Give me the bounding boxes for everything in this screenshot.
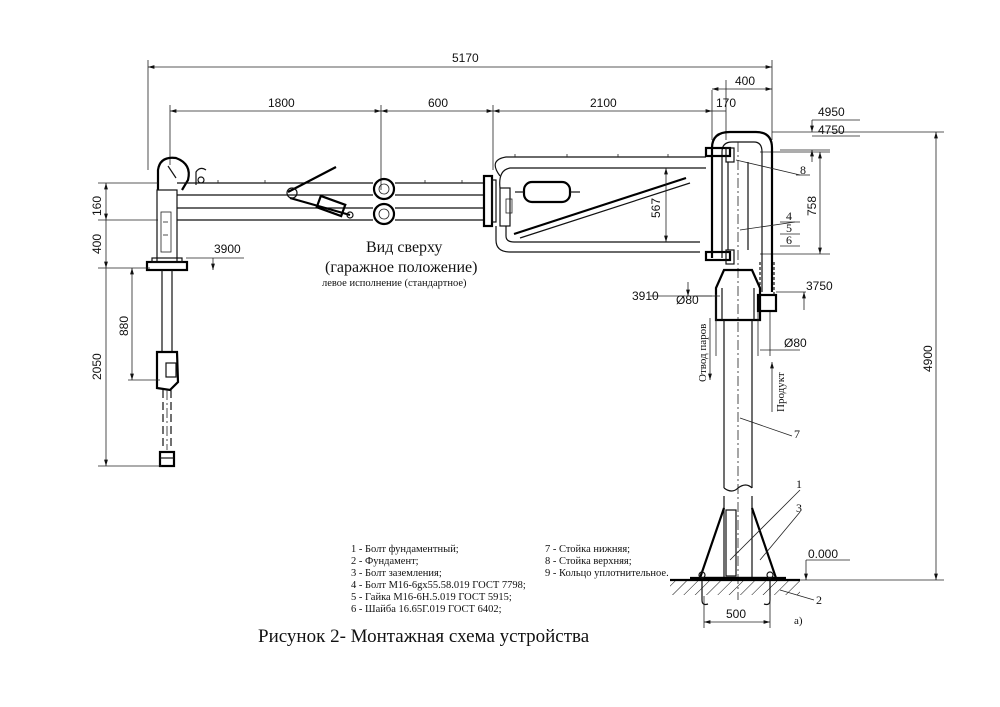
dim-3750-text: 3750: [806, 279, 833, 293]
top-view-label: Вид сверху (гаражное положение) левое ис…: [322, 239, 477, 289]
legend-item-6: 6 - Шайба 16.65Г.019 ГОСТ 6402;: [351, 604, 502, 615]
dim-4950-text: 4950: [818, 105, 845, 119]
dim-base-500: 500 а): [703, 596, 803, 628]
dim-segments-row: 1800 600 2100: [169, 90, 713, 190]
dim-4900-text: 4900: [921, 345, 935, 372]
dim-dia80-left-text: Ø80: [676, 293, 699, 307]
callout-3: 3: [796, 501, 802, 515]
legend-item-7: 7 - Стойка нижняя;: [545, 544, 630, 555]
dim-400-170: 400 170: [712, 74, 772, 140]
callout-4: 4: [786, 209, 792, 223]
dim-170-text: 170: [716, 96, 736, 110]
dim-5170-text: 5170: [452, 51, 479, 65]
legend-item-2: 2 - Фундамент;: [351, 556, 419, 567]
figure-caption: Рисунок 2- Монтажная схема устройства: [258, 626, 590, 647]
sub-label-a: а): [794, 615, 803, 627]
view-label-line2: (гаражное положение): [325, 259, 477, 276]
dim-500-text: 500: [726, 607, 746, 621]
legend-item-1: 1 - Болт фундаментный;: [351, 544, 459, 555]
dim-400-top-text: 400: [735, 74, 755, 88]
legend-item-5: 5 - Гайка М16-6Н.5.019 ГОСТ 5915;: [351, 592, 512, 603]
dim-3900-text: 3900: [214, 242, 241, 256]
dim-758: 758: [760, 151, 830, 255]
right-arm-loop: 567: [494, 154, 706, 253]
left-side-dims: 160 400 2050 880 3900: [90, 182, 244, 467]
dim-600-text: 600: [428, 96, 448, 110]
dim-dia80-right-text: Ø80: [784, 336, 807, 350]
legend-item-9: 9 - Кольцо уплотнительное.: [545, 568, 669, 579]
dim-567-text: 567: [649, 198, 663, 218]
dim-4900: 4900: [800, 132, 944, 581]
legend-item-4: 4 - Болт М16-6gx55.58.019 ГОСТ 7798;: [351, 580, 526, 591]
horizontal-arm: [177, 166, 497, 228]
legend-item-3: 3 - Болт заземления;: [351, 568, 442, 579]
view-label-line1: Вид сверху: [366, 239, 442, 256]
dim-4950-4750: 4950 4750: [772, 105, 944, 162]
legend: 1 - Болт фундаментный; 2 - Фундамент; 3 …: [351, 544, 669, 615]
product-label: Продукт: [775, 372, 787, 412]
callouts: 8 4 5 6 7 1 3 2: [729, 159, 822, 607]
dim-4750-text: 4750: [818, 123, 845, 137]
dim-2050-text: 2050: [90, 353, 104, 380]
callout-8: 8: [800, 163, 806, 177]
zero-level-text: 0.000: [808, 547, 838, 561]
zero-level-mark: 0.000: [804, 547, 850, 580]
callout-7: 7: [794, 427, 800, 441]
main-column: [670, 130, 800, 606]
callout-1: 1: [796, 477, 802, 491]
callout-6: 6: [786, 233, 792, 247]
dim-160-text: 160: [90, 196, 104, 216]
flow-labels: Отвод паров Продукт: [697, 318, 787, 412]
vapor-outlet-label: Отвод паров: [697, 324, 709, 382]
dim-758-text: 758: [805, 196, 819, 216]
legend-item-8: 8 - Стойка верхняя;: [545, 556, 632, 567]
dim-1800-text: 1800: [268, 96, 295, 110]
dim-400-left-text: 400: [90, 234, 104, 254]
dim-3910-text: 3910: [632, 289, 659, 303]
callout-2: 2: [816, 593, 822, 607]
left-riser: [145, 156, 207, 468]
view-label-line3: левое исполнение (стандартное): [322, 278, 467, 289]
dim-total-width: 5170: [147, 51, 773, 170]
callout-5: 5: [786, 221, 792, 235]
right-side-dims: 3910 Ø80 3750 Ø80: [632, 279, 833, 356]
dim-2100-text: 2100: [590, 96, 617, 110]
dim-880-text: 880: [117, 316, 131, 336]
